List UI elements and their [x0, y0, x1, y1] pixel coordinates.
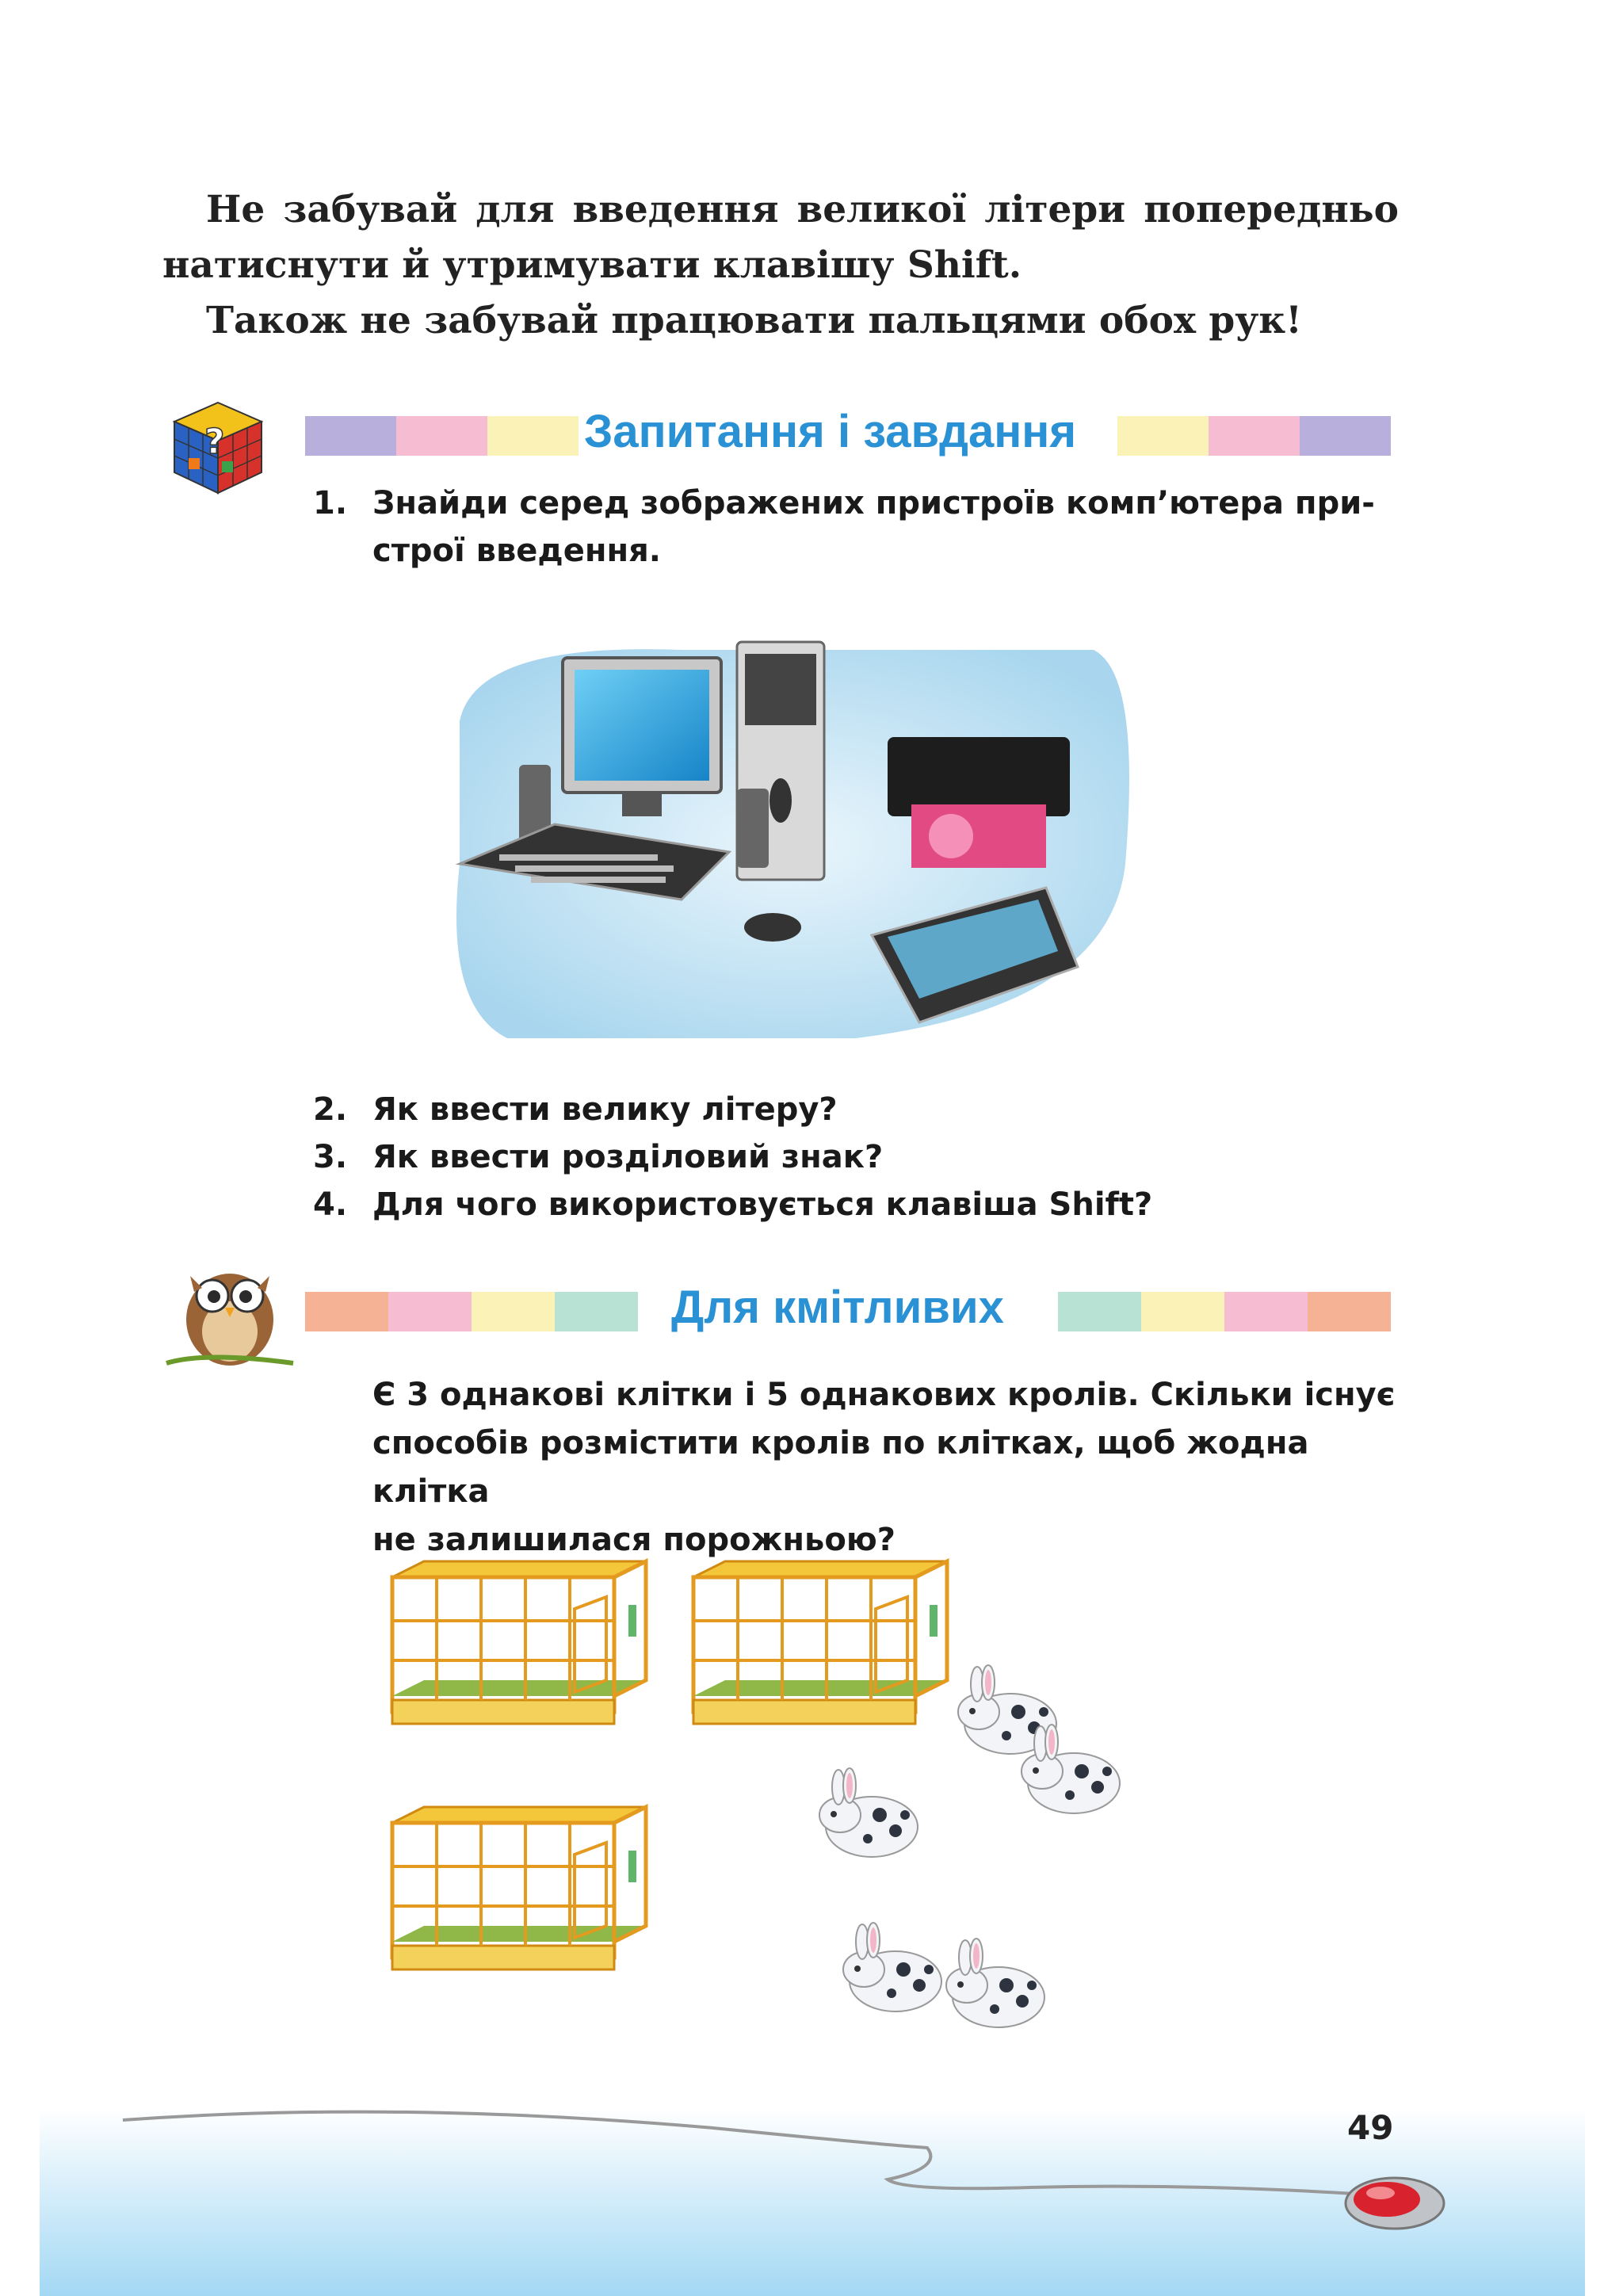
- footer-decoration: [40, 2108, 1585, 2296]
- banner-clever: Для кмітливих: [305, 1282, 1391, 1333]
- question-1: 1. Знайди серед зображених пристроїв ком…: [313, 485, 1375, 569]
- page-number: 49: [1347, 2108, 1394, 2147]
- puzzle-line-1: Є 3 однакові клітки і 5 однакових кролів…: [372, 1377, 1396, 1413]
- question-4: 4. Для чого використовується клавіша Shi…: [313, 1186, 1153, 1223]
- rubiks-cube-question-icon: ?: [172, 401, 264, 495]
- owl-icon: [166, 1274, 294, 1366]
- intro-line-1: Не забувай для введення великої літери п…: [206, 188, 1399, 231]
- intro-line-2: натиснути й утримувати клавішу Shift.: [162, 243, 1022, 287]
- cages-and-rabbits-illustration: [372, 1553, 1121, 2028]
- section-title-clever: Для кмітливих: [671, 1282, 1004, 1333]
- computer-mouse-icon: [1344, 2176, 1445, 2230]
- puzzle-line-2: способів розмістити кролів по клітках, щ…: [372, 1425, 1309, 1510]
- question-3: 3. Як ввести розділовий знак?: [313, 1139, 884, 1175]
- intro-line-3: Також не забувай працювати пальцями обох…: [206, 299, 1302, 342]
- question-2: 2. Як ввести велику літеру?: [313, 1091, 838, 1128]
- banner-questions: Запитання і завдання: [305, 406, 1391, 457]
- computer-devices-illustration: [455, 640, 1129, 1038]
- puzzle-line-3: не залишилася порожньою?: [372, 1522, 896, 1558]
- section-title-questions: Запитання і завдання: [584, 406, 1077, 457]
- puzzle-text: Є 3 однакові клітки і 5 однакових кролів…: [372, 1371, 1403, 1564]
- intro-paragraph: Не забувай для введення великої літери п…: [162, 182, 1399, 349]
- svg-text:?: ?: [204, 422, 225, 462]
